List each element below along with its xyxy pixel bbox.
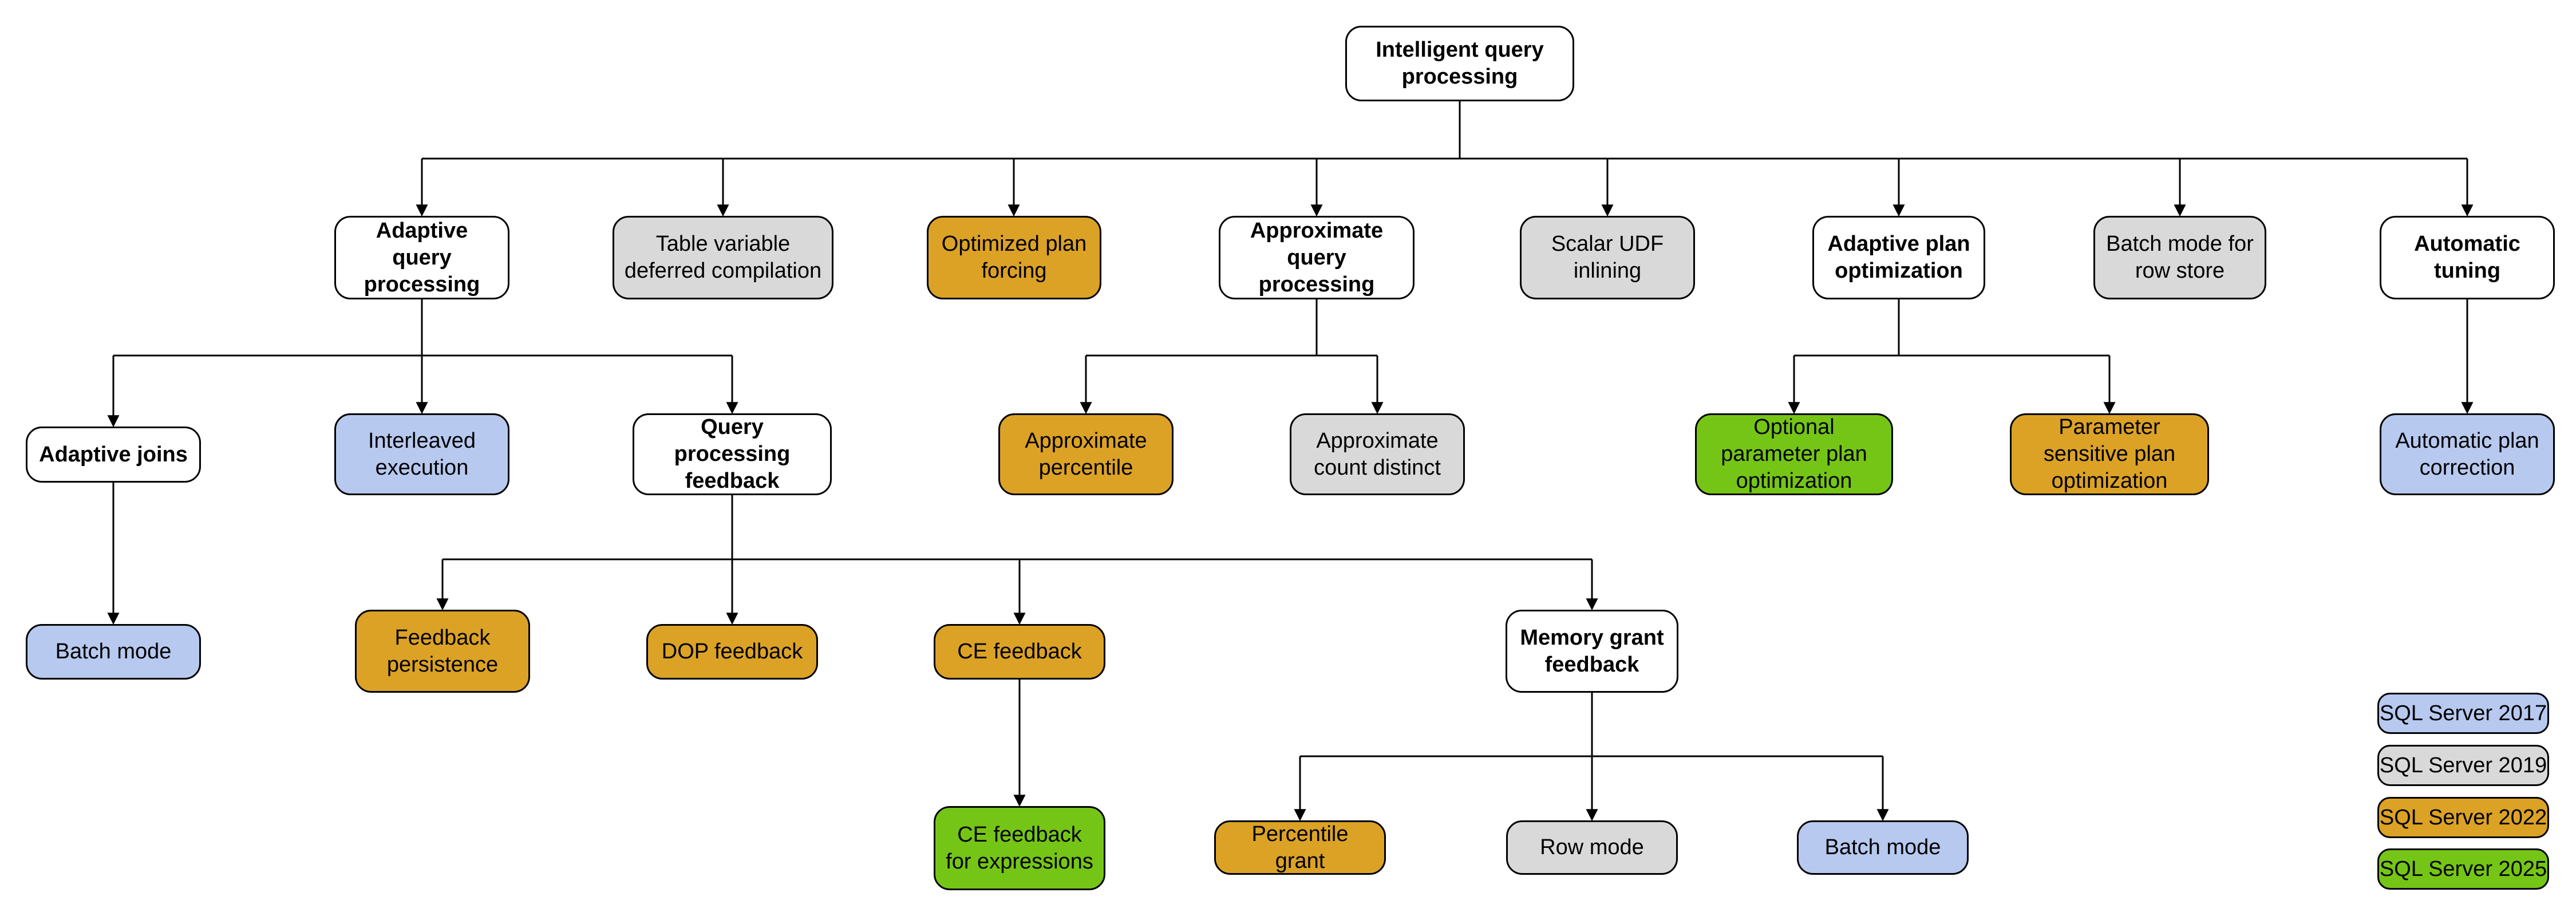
node-memory-grant-feedback: Memory grant feedback — [1506, 610, 1678, 693]
node-optional-parameter-plan-optimization: Optional parameter plan optimization — [1695, 413, 1893, 495]
legend-item-sql-server-2017: SQL Server 2017 — [2377, 693, 2549, 734]
node-batch-mode-for-row-store: Batch mode for row store — [2093, 216, 2266, 299]
node-batch-mode-adaptive-joins: Batch mode — [26, 624, 201, 680]
node-scalar-udf-inlining: Scalar UDF inlining — [1520, 216, 1695, 299]
node-query-processing-feedback: Query processing feedback — [633, 413, 832, 495]
node-automatic-tuning: Automatic tuning — [2380, 216, 2555, 299]
connector-adaptive-query-processing — [107, 299, 738, 428]
node-dop-feedback: DOP feedback — [646, 624, 818, 680]
node-approximate-query-processing: Approximate query processing — [1219, 216, 1415, 299]
node-batch-mode-memory-grant: Batch mode — [1797, 820, 1969, 875]
node-intelligent-query-processing: Intelligent query processing — [1345, 26, 1574, 101]
node-table-variable-deferred-compilation: Table variable deferred compilation — [613, 216, 833, 299]
node-percentile-grant: Percentile grant — [1214, 820, 1386, 875]
node-automatic-plan-correction: Automatic plan correction — [2380, 413, 2555, 495]
legend-item-sql-server-2025: SQL Server 2025 — [2377, 848, 2549, 890]
connector-query-processing-feedback — [436, 495, 1598, 625]
connector-memory-grant-feedback — [1294, 693, 1889, 822]
node-ce-feedback-for-expressions: CE feedback for expressions — [934, 806, 1105, 890]
node-optimized-plan-forcing: Optimized plan forcing — [927, 216, 1101, 299]
node-adaptive-plan-optimization: Adaptive plan optimization — [1812, 216, 1985, 299]
node-parameter-sensitive-plan-optimization: Parameter sensitive plan optimization — [2010, 413, 2209, 495]
node-adaptive-query-processing: Adaptive query processing — [334, 216, 509, 299]
node-interleaved-execution: Interleaved execution — [334, 413, 509, 495]
node-approximate-percentile: Approximate percentile — [998, 413, 1174, 495]
legend-item-sql-server-2022: SQL Server 2022 — [2377, 797, 2549, 838]
legend-item-sql-server-2019: SQL Server 2019 — [2377, 745, 2549, 786]
node-row-mode: Row mode — [1506, 820, 1678, 875]
connector-approximate-query-processing — [1080, 299, 1384, 414]
node-approximate-count-distinct: Approximate count distinct — [1290, 413, 1465, 495]
node-feedback-persistence: Feedback persistence — [355, 610, 530, 693]
node-ce-feedback: CE feedback — [934, 624, 1105, 680]
node-adaptive-joins: Adaptive joins — [26, 427, 201, 483]
connector-root — [416, 101, 2474, 217]
connector-adaptive-plan-optimization — [1788, 299, 2116, 414]
